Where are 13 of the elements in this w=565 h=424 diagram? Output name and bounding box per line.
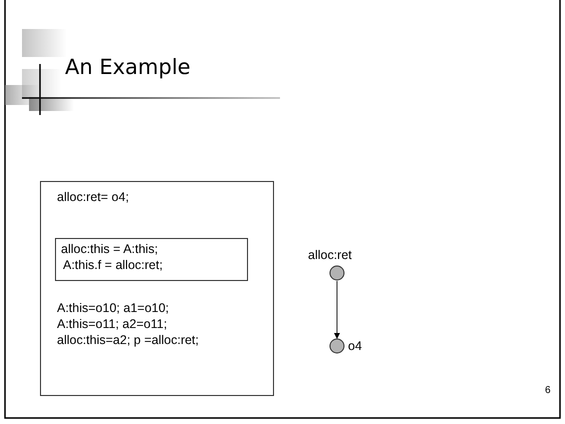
node-label: o4 bbox=[348, 339, 362, 353]
code-line: alloc:ret= o4; bbox=[57, 190, 129, 204]
slide-title: An Example bbox=[65, 55, 190, 79]
arrow bbox=[334, 280, 340, 339]
page-number: 6 bbox=[545, 385, 551, 396]
node-label: alloc:ret bbox=[308, 248, 352, 262]
code-box bbox=[55, 238, 248, 281]
code-box bbox=[40, 181, 274, 396]
code-line: A:this=o11; a2=o11; bbox=[57, 317, 168, 331]
code-line: alloc:this=a2; p =alloc:ret; bbox=[57, 333, 199, 347]
code-line: alloc:this = A:this; bbox=[61, 242, 158, 256]
code-line: A:this=o10; a1=o10; bbox=[57, 301, 169, 315]
code-line: A:this.f = alloc:ret; bbox=[63, 258, 163, 272]
